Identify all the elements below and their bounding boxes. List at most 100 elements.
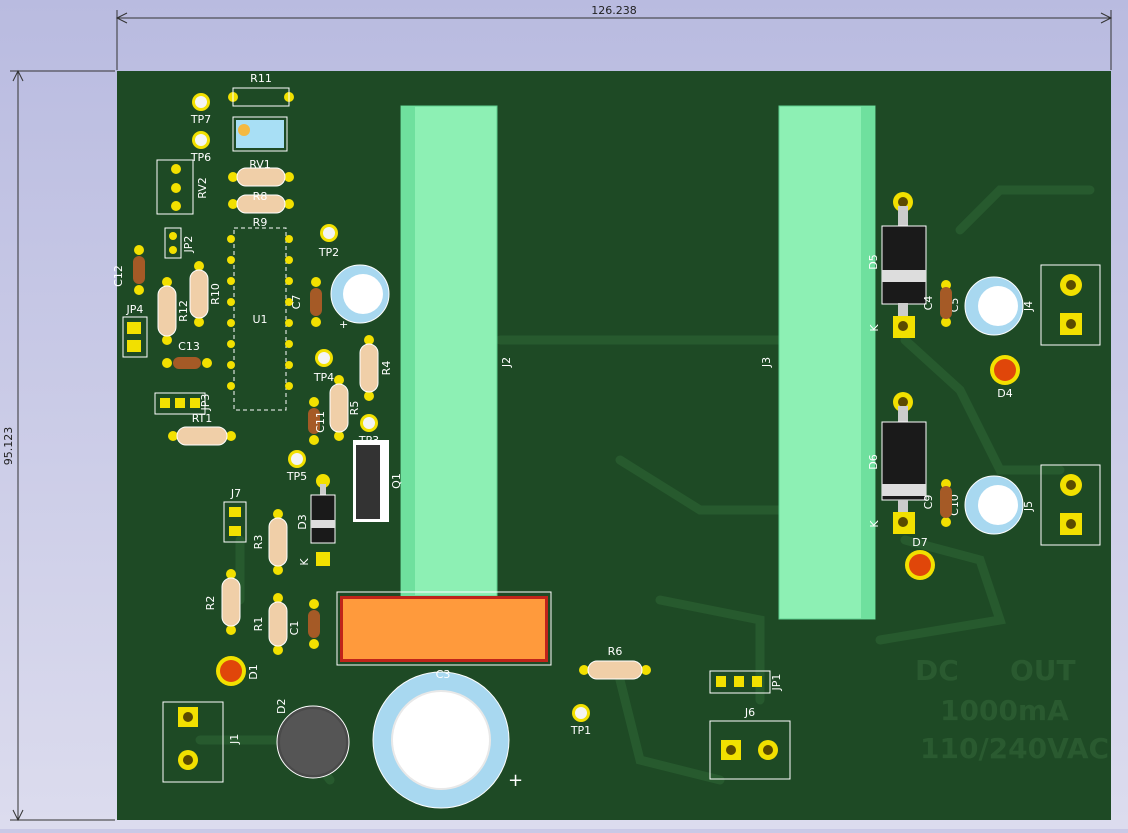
C7-component[interactable]	[310, 277, 322, 327]
C5-capacitor[interactable]	[964, 276, 1024, 336]
JP3-label: JP3	[199, 394, 212, 412]
D2-component[interactable]	[276, 705, 350, 779]
D1-led[interactable]	[216, 656, 246, 686]
R6-component[interactable]	[579, 660, 651, 680]
C3-big-capacitor[interactable]	[372, 671, 510, 809]
TP6-testpoint[interactable]	[192, 131, 210, 149]
C7-label: C7	[290, 295, 303, 310]
D5-K-label: K	[868, 324, 881, 332]
silk-note-dc: DC	[915, 654, 959, 687]
R10-label: R10	[209, 283, 222, 305]
J3-header[interactable]	[778, 105, 876, 620]
R5-component[interactable]	[329, 375, 349, 441]
TP2-label: TP2	[318, 246, 339, 259]
relay-block[interactable]	[336, 591, 552, 666]
J7-jumper[interactable]	[223, 501, 247, 543]
R2-component[interactable]	[221, 569, 241, 635]
C3-label: C3	[436, 668, 451, 681]
u1-pin	[227, 361, 235, 369]
J1-terminal[interactable]	[162, 701, 224, 783]
D5-label: D5	[867, 254, 880, 269]
silk-notes: DC OUT 1000mA 110/240VAC	[915, 654, 1109, 765]
C4-label: C4	[922, 296, 935, 311]
u1-pin	[285, 256, 293, 264]
R1-component[interactable]	[268, 593, 288, 655]
R8-component[interactable]	[228, 167, 294, 187]
J3-label: J3	[760, 357, 773, 368]
dimension-height	[10, 69, 115, 822]
Q1-transistor[interactable]	[353, 440, 389, 522]
D6-diode[interactable]	[881, 392, 927, 534]
RV1-trimmer[interactable]	[232, 116, 288, 152]
J2-label: J2	[500, 357, 513, 368]
J2-header[interactable]	[400, 105, 498, 597]
R2-label: R2	[204, 596, 217, 611]
D6-K-label: K	[868, 520, 881, 528]
J5-terminal[interactable]	[1040, 464, 1101, 546]
JP4-label: JP4	[126, 303, 144, 316]
J4-terminal[interactable]	[1040, 264, 1101, 346]
R3-label: R3	[252, 535, 265, 550]
TP4-testpoint[interactable]	[315, 349, 333, 367]
D7-led[interactable]	[905, 550, 935, 580]
TP2-testpoint[interactable]	[320, 224, 338, 242]
C1-component[interactable]	[308, 599, 320, 649]
R9-component[interactable]	[228, 194, 294, 214]
TP5-testpoint[interactable]	[288, 450, 306, 468]
C13-label: C13	[178, 340, 200, 353]
u1-pin	[227, 319, 235, 327]
R4-label: R4	[380, 361, 393, 376]
dimension-height-label: 95.123	[2, 427, 15, 466]
Q1-label: Q1	[390, 473, 403, 489]
C7-electrolytic[interactable]	[330, 264, 390, 324]
J7-label: J7	[230, 487, 241, 500]
u1-pin	[285, 382, 293, 390]
u1-pin	[227, 235, 235, 243]
D3-label: D3	[296, 514, 309, 529]
R11-component[interactable]	[228, 87, 294, 107]
TP5-label: TP5	[286, 470, 307, 483]
TP7-label: TP7	[190, 113, 211, 126]
J1-label: J1	[228, 734, 241, 745]
TP4-label: TP4	[313, 371, 334, 384]
C3-plus: +	[508, 770, 523, 791]
TP1-testpoint[interactable]	[572, 704, 590, 722]
R6-label: R6	[608, 645, 623, 658]
C11-component[interactable]	[308, 397, 320, 445]
D4-label: D4	[997, 387, 1012, 400]
C12-component[interactable]	[133, 245, 145, 295]
C9-capacitor[interactable]	[940, 479, 952, 527]
U1-ic[interactable]	[233, 227, 287, 411]
C4-capacitor[interactable]	[940, 280, 952, 327]
u1-pin	[227, 382, 235, 390]
JP4-jumper[interactable]	[122, 316, 148, 358]
JP1-jumper[interactable]	[709, 670, 771, 694]
u1-pin	[227, 298, 235, 306]
RT1-component[interactable]	[168, 426, 236, 446]
D5-diode[interactable]	[881, 192, 927, 338]
R12-component[interactable]	[157, 277, 177, 345]
C13-component[interactable]	[162, 357, 212, 369]
C12-label: C12	[112, 265, 125, 287]
D3-diode[interactable]	[310, 474, 336, 566]
R10-component[interactable]	[189, 261, 209, 327]
silk-note-out: OUT	[1010, 654, 1076, 687]
J4-label: J4	[1022, 301, 1035, 312]
JP2-jumper[interactable]	[164, 227, 182, 259]
JP3-jumper[interactable]	[154, 392, 206, 415]
D2-label: D2	[275, 699, 288, 714]
D4-led[interactable]	[990, 355, 1020, 385]
J6-terminal[interactable]	[709, 720, 791, 780]
TP3-testpoint[interactable]	[360, 414, 378, 432]
TP7-testpoint[interactable]	[192, 93, 210, 111]
RV1-label: RV1	[249, 158, 271, 171]
RV2-pot[interactable]	[156, 159, 194, 215]
R4-component[interactable]	[359, 335, 379, 401]
u1-pin	[227, 277, 235, 285]
C10-capacitor[interactable]	[964, 475, 1024, 535]
R3-component[interactable]	[268, 509, 288, 575]
silk-note-voltage: 110/240VAC	[920, 732, 1109, 765]
C9-label: C9	[922, 495, 935, 510]
